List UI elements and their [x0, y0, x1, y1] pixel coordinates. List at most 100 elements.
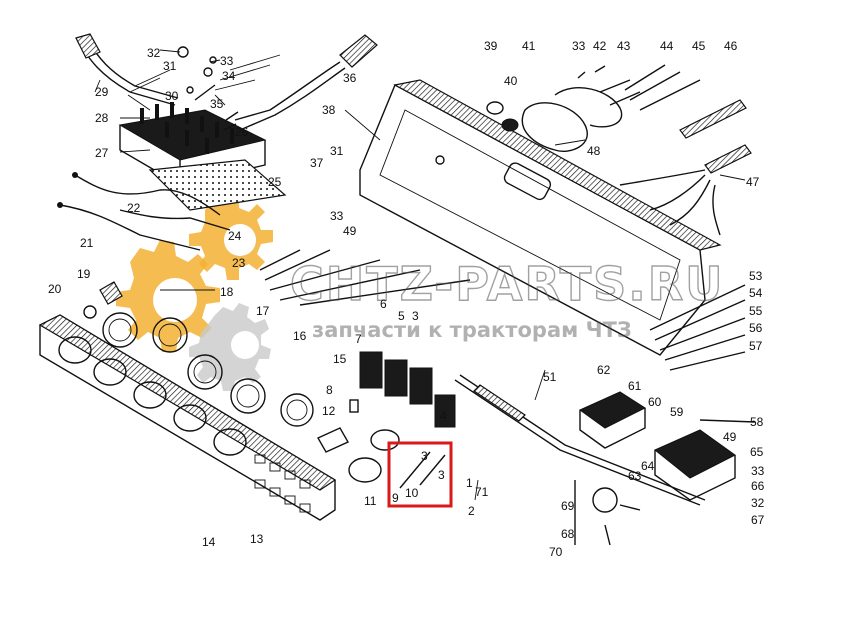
part-label-45: 45 — [692, 39, 706, 53]
part-label-26: 26 — [235, 125, 249, 139]
part-label-67: 67 — [751, 513, 765, 527]
part-label-17: 17 — [256, 304, 270, 318]
part-label-56: 56 — [749, 321, 763, 335]
parts-39-48 — [486, 64, 752, 236]
part-label-32: 32 — [147, 46, 161, 60]
part-label-14: 14 — [202, 535, 216, 549]
switches-9-12 — [317, 399, 400, 483]
part-label-39: 39 — [484, 39, 498, 53]
part-label-71: 71 — [475, 485, 489, 499]
part-label-15: 15 — [333, 352, 347, 366]
part-label-3: 3 — [412, 309, 419, 323]
part-label-31: 31 — [163, 59, 177, 73]
part-label-37: 37 — [310, 156, 324, 170]
part-label-29: 29 — [95, 85, 109, 99]
part-label-12: 12 — [322, 404, 336, 418]
relays-61-65 — [574, 391, 736, 546]
watermark-gear-gray-icon — [189, 303, 271, 391]
part-label-46: 46 — [724, 39, 738, 53]
watermark-title: CHTZ-PARTS.RU — [290, 257, 724, 311]
part-label-19: 19 — [77, 267, 91, 281]
part-label-65: 65 — [750, 445, 764, 459]
part-label-11: 11 — [364, 494, 377, 508]
leader-lines — [94, 49, 746, 501]
part-label-22: 22 — [127, 201, 141, 215]
part-label-9: 9 — [392, 491, 399, 505]
part-labels: 32 31 33 34 30 35 29 36 28 26 27 38 37 3… — [48, 39, 765, 559]
part-label-62: 62 — [597, 363, 611, 377]
part-label-13: 13 — [250, 532, 264, 546]
part-label-3c: 3 — [438, 468, 445, 482]
part-label-51: 51 — [543, 370, 557, 384]
part-label-48: 48 — [587, 144, 601, 158]
housing-38 — [359, 79, 722, 356]
part-label-8: 8 — [326, 383, 333, 397]
part-label-58: 58 — [750, 415, 764, 429]
part-label-63: 63 — [628, 469, 642, 483]
part-label-41: 41 — [522, 39, 536, 53]
part-label-44: 44 — [660, 39, 674, 53]
small-hardware-30-35 — [177, 46, 239, 131]
cable-51 — [259, 249, 706, 506]
terminal-plate-25 — [148, 159, 287, 211]
part-label-31b: 31 — [330, 144, 344, 158]
gauges-15-18 — [83, 281, 314, 427]
part-label-61: 61 — [628, 379, 642, 393]
part-label-20: 20 — [48, 282, 62, 296]
part-label-59: 59 — [670, 405, 684, 419]
part-label-5: 5 — [398, 309, 405, 323]
part-label-18: 18 — [220, 285, 234, 299]
part-label-54: 54 — [749, 286, 763, 300]
highlight-box — [387, 441, 453, 508]
part-label-66: 66 — [751, 479, 765, 493]
part-label-33d: 33 — [751, 464, 765, 478]
wires-53-58 — [649, 284, 756, 423]
part-label-47: 47 — [746, 175, 760, 189]
part-label-49: 49 — [343, 224, 357, 238]
part-label-34: 34 — [222, 69, 236, 83]
part-label-23: 23 — [232, 256, 246, 270]
part-label-49b: 49 — [723, 430, 737, 444]
part-label-2: 2 — [468, 504, 475, 518]
part-label-38: 38 — [322, 103, 336, 117]
part-label-33b: 33 — [330, 209, 344, 223]
part-label-55: 55 — [749, 304, 763, 318]
part-label-64: 64 — [641, 459, 655, 473]
part-label-6: 6 — [380, 297, 387, 311]
wire-harness-29 — [75, 33, 179, 111]
part-label-24: 24 — [228, 229, 242, 243]
wire-harness-21-22 — [57, 172, 231, 251]
terminal-block-27 — [118, 102, 267, 186]
part-label-69: 69 — [561, 499, 575, 513]
part-label-10: 10 — [405, 486, 419, 500]
watermark-gear-orange-icon — [116, 194, 273, 352]
part-label-40: 40 — [504, 74, 518, 88]
part-label-25: 25 — [268, 175, 282, 189]
part-label-33c: 33 — [572, 39, 586, 53]
part-label-68: 68 — [561, 527, 575, 541]
part-label-32b: 32 — [751, 496, 765, 510]
part-label-7: 7 — [355, 332, 362, 346]
part-label-21: 21 — [80, 236, 94, 250]
part-label-33: 33 — [220, 54, 234, 68]
part-label-43: 43 — [617, 39, 631, 53]
fuse-blocks-5-7 — [359, 351, 456, 428]
part-label-57: 57 — [749, 339, 763, 353]
part-label-53: 53 — [749, 269, 763, 283]
part-label-4: 4 — [440, 409, 447, 423]
part-label-35: 35 — [210, 97, 224, 111]
part-label-3b: 3 — [421, 449, 428, 463]
watermark-subtitle: запчасти к тракторам ЧТЗ — [312, 318, 632, 342]
part-label-60: 60 — [648, 395, 662, 409]
part-label-27: 27 — [95, 146, 109, 160]
part-label-70: 70 — [549, 545, 563, 559]
instrument-panel-13 — [38, 314, 337, 521]
part-label-16: 16 — [293, 329, 307, 343]
wire-harness-36 — [214, 34, 378, 131]
part-label-30: 30 — [165, 89, 179, 103]
part-label-42: 42 — [593, 39, 607, 53]
part-label-28: 28 — [95, 111, 109, 125]
part-label-36: 36 — [343, 71, 357, 85]
